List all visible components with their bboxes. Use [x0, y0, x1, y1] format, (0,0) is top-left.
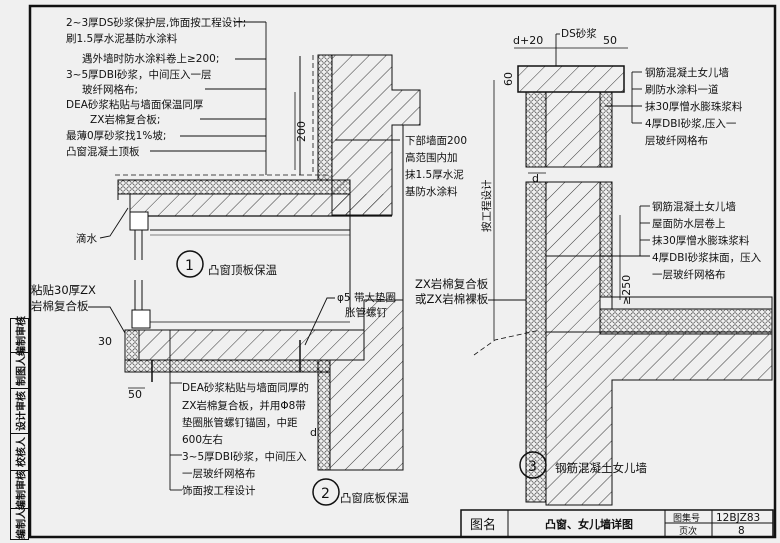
d1-note-5: DEA砂浆粘贴与墙面保温同厚	[66, 98, 204, 111]
d3-dim-250: ≥250	[620, 275, 633, 305]
title-block	[460, 509, 774, 538]
d3-note-top-1: 刷防水涂料一道	[645, 83, 719, 96]
d2-note-6: 饰面按工程设计	[182, 484, 256, 497]
d1-drip-label: 滴水	[76, 232, 97, 245]
detail-1-marker	[176, 250, 204, 278]
d2-note-1: ZX岩棉复合板，并用Φ8带	[182, 399, 306, 412]
detail-3-drawing	[473, 47, 773, 506]
d2-left-note-1: 岩棉复合板	[31, 299, 89, 313]
detail-3-title: 钢筋混凝土女儿墙	[555, 461, 647, 475]
d3-note-top-3: 4厚DBI砂浆,压入一	[645, 117, 737, 130]
detail-3-leaders	[488, 33, 650, 301]
sheet-border	[28, 4, 777, 539]
d2-note-4: 3~5厚DBI砂浆，中间压入	[182, 450, 307, 463]
detail-1-drawing	[115, 54, 421, 310]
d1-note-7: 最薄0厚砂浆找1%坡;	[66, 129, 166, 142]
d3-note-mid-4: 一层玻纤网格布	[652, 268, 726, 281]
d1-dim-200: 200	[295, 121, 308, 142]
title-block-atlas-label: 图集号	[673, 512, 700, 524]
side-strip-cell: 编制审核	[10, 470, 29, 510]
d3-top-label: DS砂浆	[561, 27, 597, 40]
d3-note-mid-0: 钢筋混凝土女儿墙	[652, 200, 736, 213]
d1-right-note-2: 抹1.5厚水泥	[405, 168, 464, 181]
detail-2-title: 凸窗底板保温	[340, 491, 409, 505]
side-strip-cell: 设计审核	[10, 388, 29, 434]
d3-note-top-2: 抹30厚憎水膨珠浆料	[645, 100, 743, 113]
d1-right-note-3: 基防水涂料	[405, 185, 458, 198]
side-strip-cell: 校核人	[10, 433, 29, 471]
d2-left-note-0: 粘贴30厚ZX	[31, 283, 96, 297]
detail-2-number: 2	[321, 486, 330, 502]
d2-note-0: DEA砂浆粘贴与墙面同厚的	[182, 381, 309, 394]
d3-board-note-0: ZX岩棉复合板	[415, 277, 489, 291]
d2-dim-50: 50	[128, 388, 142, 401]
d2-anchor-note-0: φ5 带大垫圈	[337, 291, 396, 304]
d1-note-6: ZX岩棉复合板;	[90, 113, 160, 126]
detail-1-title: 凸窗顶板保温	[208, 263, 277, 277]
d3-board-note-1: 或ZX岩棉裸板	[415, 292, 489, 306]
detail-2-marker	[312, 478, 340, 506]
title-block-drawing-name: 凸窗、女儿墙详图	[545, 517, 633, 531]
side-strip-cell: 编制审核	[10, 316, 29, 356]
detail-3-number: 3	[528, 459, 537, 475]
detail-3-marker	[519, 451, 547, 479]
d2-dim-d: d	[310, 426, 317, 439]
detail-1-number: 1	[185, 258, 194, 274]
d1-note-1: 刷1.5厚水泥基防水涂料	[66, 32, 178, 45]
detail-2-leaders	[88, 297, 335, 491]
side-strip-cell: 编制人	[10, 508, 29, 540]
d2-note-3: 600左右	[182, 433, 223, 446]
d3-dim-d: d	[532, 172, 539, 185]
d1-note-2: 遇外墙时防水涂料卷上≥200;	[82, 52, 219, 65]
detail-1-leaders	[99, 21, 400, 239]
d1-note-3: 3~5厚DBI砂浆，中间压入一层	[66, 68, 212, 81]
d3-dim-d20: d+20	[513, 34, 543, 47]
d3-note-mid-3: 4厚DBI砂浆抹面，压入	[652, 251, 762, 264]
d1-right-note-0: 下部墙面200	[405, 134, 467, 147]
d3-vertical-label: 按工程设计	[480, 179, 493, 232]
d3-note-top-4: 层玻纤网格布	[645, 134, 708, 147]
title-block-page-label: 页次	[679, 525, 697, 537]
d1-note-0: 2~3厚DS砂浆保护层,饰面按工程设计;	[66, 16, 246, 29]
title-block-name-label: 图名	[470, 517, 496, 533]
side-strip-cell: 制图人	[10, 352, 29, 389]
d3-note-top-0: 钢筋混凝土女儿墙	[645, 66, 729, 79]
d2-anchor-note-1: 胀管螺钉	[345, 306, 387, 319]
d3-note-mid-2: 抹30厚憎水膨珠浆料	[652, 234, 750, 247]
d2-note-5: 一层玻纤网格布	[182, 467, 256, 480]
d3-dim-50: 50	[603, 34, 617, 47]
d1-note-4: 玻纤网格布;	[82, 83, 138, 96]
d1-right-note-1: 高范围内加	[405, 151, 458, 164]
detail-2-drawing	[124, 280, 404, 471]
d1-note-8: 凸窗混凝土顶板	[66, 145, 140, 158]
d3-dim-60: 60	[502, 72, 515, 86]
d2-note-2: 垫圈胀管螺钉锚固，中距	[182, 416, 298, 429]
d2-dim-30: 30	[98, 335, 112, 348]
title-block-atlas-no: 12BJZ83	[716, 512, 760, 524]
title-block-page-no: 8	[738, 525, 745, 537]
d3-note-mid-1: 屋面防水层卷上	[652, 217, 726, 230]
